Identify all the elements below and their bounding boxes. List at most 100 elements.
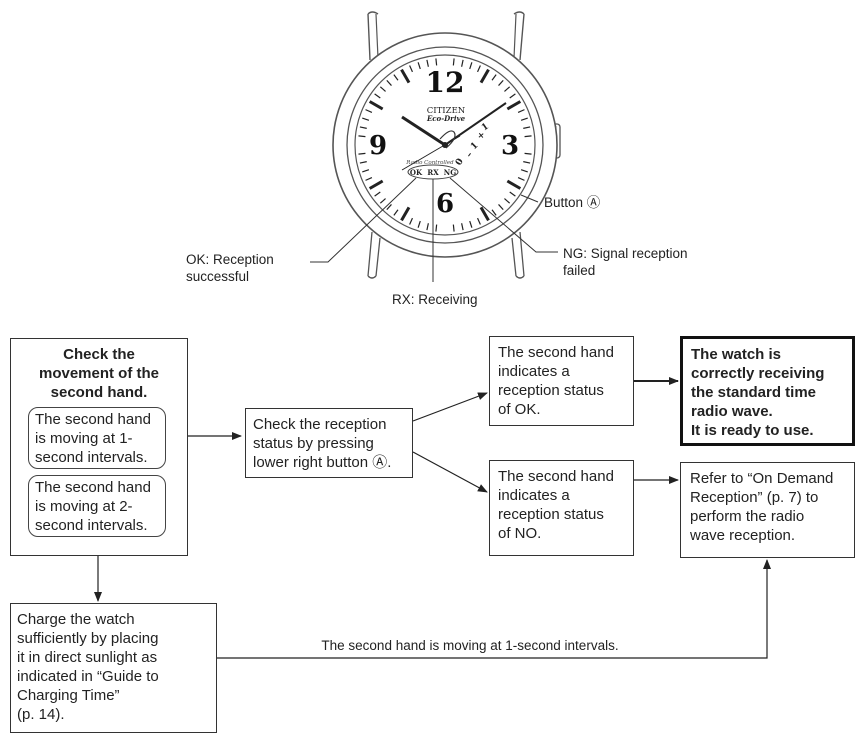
minute-tick — [504, 86, 511, 92]
minute-tick — [504, 198, 511, 204]
callout-rx: RX: Receiving — [392, 292, 478, 307]
minute-tick — [358, 152, 366, 155]
svg-text:–: – — [464, 150, 475, 160]
flow-arrows — [94, 377, 771, 659]
minute-tick — [386, 204, 392, 211]
minute-tick — [417, 220, 421, 228]
minute-tick — [452, 224, 455, 232]
minute-tick — [524, 152, 532, 155]
svg-text:1: 1 — [469, 141, 481, 153]
minute-tick — [435, 58, 438, 66]
indicator-ok: OK — [410, 168, 423, 177]
numeral-9: 9 — [369, 131, 387, 161]
check-movement-box: Check the movement of the second hand. T… — [10, 338, 188, 556]
minute-tick — [461, 59, 464, 67]
hour-hand — [401, 115, 446, 147]
callout-line-ok — [310, 177, 417, 263]
hour-marker — [400, 206, 411, 222]
minute-tick — [469, 62, 473, 70]
minute-ticks — [358, 58, 532, 232]
minute-tick — [365, 109, 373, 114]
minute-tick — [365, 176, 373, 181]
hour-marker — [368, 100, 384, 111]
minute-tick — [509, 93, 516, 99]
minute-tick — [520, 117, 528, 121]
minute-tick — [476, 65, 481, 73]
minute-tick — [359, 161, 367, 164]
loop-label: The second hand is moving at 1-second in… — [321, 638, 618, 653]
minute-tick — [520, 169, 528, 173]
minute-tick — [386, 79, 392, 86]
minute-tick — [469, 220, 473, 228]
hour-marker — [368, 179, 384, 190]
hour-marker — [506, 179, 522, 190]
minute-tick — [523, 161, 531, 164]
minute-tick — [362, 117, 370, 121]
status-no-box: The second hand indicates a reception st… — [489, 460, 634, 556]
minute-tick — [426, 223, 429, 231]
minute-tick — [461, 223, 464, 231]
result-ready-box: The watch is correctly receiving the sta… — [680, 336, 855, 446]
minute-tick — [374, 93, 381, 99]
hour-marker — [506, 100, 522, 111]
option-1sec: The second hand is moving at 1- second i… — [28, 407, 166, 469]
result-refer-box: Refer to “On Demand Reception” (p. 7) to… — [680, 462, 855, 558]
minute-tick — [374, 191, 381, 197]
arrow-check-to-no — [412, 451, 488, 493]
status-ok-box: The second hand indicates a reception st… — [489, 336, 634, 426]
hour-marker — [479, 206, 490, 222]
minute-tick — [517, 109, 525, 114]
minute-tick — [409, 217, 414, 225]
callout-ok: OK: Reception successful — [186, 252, 274, 284]
watch-lug-bottom — [367, 231, 525, 279]
arrow-charge-to-refer — [217, 559, 771, 659]
minute-tick — [359, 126, 367, 129]
minute-tick — [362, 169, 370, 173]
callout-ng: NG: Signal reception failed — [563, 246, 688, 278]
arrow-check-to-ok — [412, 392, 488, 422]
minute-tick — [476, 217, 481, 225]
callout-line-button — [520, 194, 539, 203]
watch-lug-top — [367, 11, 525, 61]
hour-marker — [400, 68, 411, 84]
second-hand — [401, 135, 461, 171]
watch-illustration: 12 3 6 9 CITIZEN Eco-Drive Radio Control… — [310, 11, 561, 282]
check-reception-box: Check the reception status by pressing l… — [245, 408, 413, 478]
minute-tick — [517, 176, 525, 181]
callout-line-ng — [449, 177, 558, 253]
minute-tick — [393, 209, 399, 216]
option-2sec: The second hand is moving at 2- second i… — [28, 475, 166, 537]
minute-tick — [393, 74, 399, 81]
minute-tick — [358, 135, 366, 138]
radio-controlled-text: Radio Controlled — [405, 160, 454, 166]
numeral-3: 3 — [501, 131, 519, 161]
minute-tick — [452, 58, 455, 66]
minute-tick — [498, 79, 504, 86]
minute-tick — [426, 59, 429, 67]
numeral-12: 12 — [426, 66, 465, 99]
brand-sub-text: Eco-Drive — [426, 114, 466, 123]
minute-hand — [444, 102, 507, 146]
numeral-6: 6 — [436, 189, 454, 219]
brand-text: CITIZEN — [427, 106, 466, 116]
minute-tick — [435, 224, 438, 232]
minute-tick — [379, 86, 386, 92]
indicator-rx: RX — [427, 168, 439, 177]
minute-tick — [509, 191, 516, 197]
minute-tick — [491, 74, 497, 81]
minute-tick — [524, 135, 532, 138]
charge-box: Charge the watch sufficiently by placing… — [10, 603, 217, 733]
minute-tick — [417, 62, 421, 70]
check-title: Check the movement of the second hand. — [38, 346, 159, 401]
minute-tick — [491, 209, 497, 216]
signal-scale: 0 – 1 + 1 — [454, 122, 491, 168]
svg-text:0: 0 — [454, 157, 466, 168]
minute-tick — [379, 198, 386, 204]
indicator-ng: NG — [444, 168, 456, 177]
minute-tick — [498, 204, 504, 211]
minute-tick — [523, 126, 531, 129]
svg-text:1: 1 — [480, 122, 491, 134]
hour-marker — [479, 68, 490, 84]
minute-tick — [409, 65, 414, 73]
